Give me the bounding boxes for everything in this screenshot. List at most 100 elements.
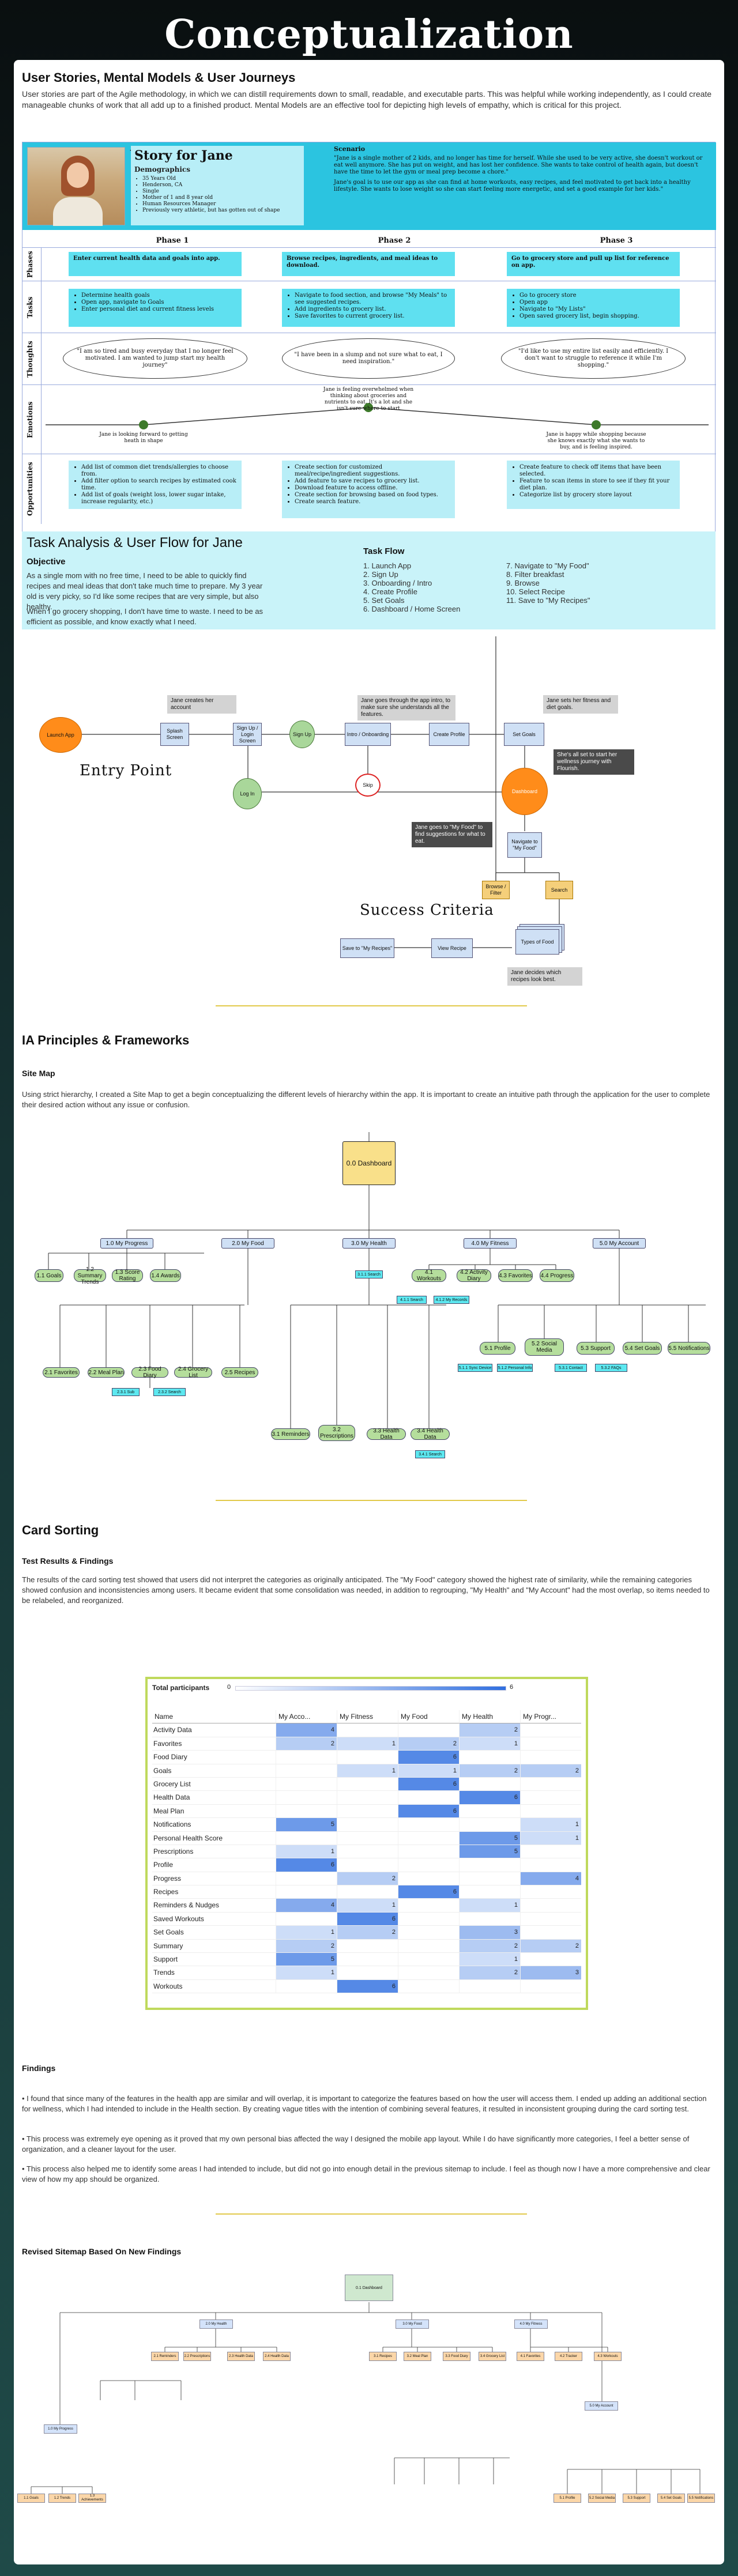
finding-3: • This process also helped me to identif… [22,2164,710,2183]
demo-item: Human Resources Manager [142,201,280,208]
emotion-point-1 [139,420,148,429]
card-sort-cell [337,1966,398,1980]
card-sort-cell [398,1939,459,1953]
card-sort-cell: 1 [520,1818,581,1832]
scenario-label: Scenario [334,145,366,153]
sitemap-a1: 5.1 Profile [480,1342,515,1355]
sitemap-h1: 3.1 Reminders [271,1428,310,1440]
card-sort-row-name: Food Diary [152,1751,276,1764]
card-sort-cell [398,1858,459,1872]
user-journey-map: User Story for Jane Demographics 35 Year… [22,142,716,609]
task-item: Open app, navigate to Goals [81,299,237,306]
card-sort-cell: 1 [276,1845,337,1859]
task-item: Open app [519,299,675,306]
persona-header: User Story for Jane Demographics 35 Year… [22,142,716,230]
opp-cell-1: Add list of common diet trends/allergies… [69,461,242,509]
revised-sitemap-connectors [31,2302,701,2494]
card-sort-row-name: Favorites [152,1737,276,1751]
card-sort-cell [520,1737,581,1751]
card-sort-cell [276,1791,337,1805]
card-sort-cell [276,1804,337,1819]
flow-note-3: Jane sets her fitness and diet goals. [543,695,618,714]
card-sort-cell [520,1791,581,1805]
section-heading-card-sorting: Card Sorting [22,1523,99,1537]
opp-item: Categorize list by grocery store layout [519,492,675,499]
flow-node-search: Search [545,881,573,899]
task-item: Open saved grocery list, begin shopping. [519,313,675,320]
flow-note-1: Jane creates her account [167,695,236,714]
scale-gradient [235,1686,506,1691]
card-sort-cell [398,1831,459,1845]
flow-node-launch-app: Launch App [39,717,82,753]
revised-acc1: 5.1 Profile [554,2494,581,2503]
card-sort-row-name: Health Data [152,1791,276,1805]
sitemap-fs2: 2.3.2 Search [153,1388,186,1396]
card-sort-cell: 6 [398,1885,459,1899]
opp-item: Create section for browsing based on foo… [295,492,450,499]
opp-item: Download feature to access offline. [295,485,450,492]
card-sort-cell [398,1818,459,1832]
card-sort-cell [276,1979,337,1994]
task-item: Go to grocery store [519,292,675,299]
card-sort-cell [520,1858,581,1872]
opp-item: Add list of goals (weight loss, lower su… [81,492,237,506]
flow-node-save: Save to "My Recipes" [340,938,394,958]
card-sort-row-name: Grocery List [152,1778,276,1791]
scale-max: 6 [510,1684,514,1691]
sitemap-a2: 5.2 Social Media [525,1338,564,1356]
card-sort-row-name: Summary [152,1940,276,1953]
card-sort-cell: 2 [398,1737,459,1751]
stories-intro: User stories are part of the Agile metho… [22,89,712,110]
card-sort-cell [398,1966,459,1980]
flow-note-5: Jane goes to "My Food" to find suggestio… [412,822,492,847]
card-sort-cell [276,1831,337,1845]
opp-cell-2: Create section for customized meal/recip… [282,461,455,518]
card-sort-cell [459,1885,520,1899]
card-sort-cell [276,1912,337,1926]
demo-item: 35 Years Old [142,176,280,182]
flow-step: 10. Select Recipe [506,587,565,596]
card-sort-col-header: My Progr... [520,1710,581,1724]
sitemap-h2: 3.2 Prescriptions [318,1425,355,1441]
card-sort-row-name: Saved Workouts [152,1913,276,1926]
revised-h1: 2.1 Reminders [151,2352,179,2361]
persona-card: Story for Jane Demographics 35 Years Old… [131,146,304,225]
demo-item: Mother of 1 and 8 year old [142,195,280,201]
card-sort-cell [337,1845,398,1859]
sitemap-label: Site Map [22,1069,55,1078]
card-sort-cell: 2 [459,1764,520,1778]
card-sort-cell [459,1858,520,1872]
sitemap-a5: 5.5 Notifications [668,1342,710,1355]
card-sort-cell [520,1777,581,1791]
card-sort-cell [337,1858,398,1872]
card-sort-cell: 2 [276,1939,337,1953]
card-sort-cell [459,1804,520,1819]
card-sort-cell [276,1777,337,1791]
revised-l1-account: 5.0 My Account [585,2401,618,2411]
card-sort-cell [459,1751,520,1764]
card-sort-col-header: My Health [459,1710,520,1724]
content-card: User Stories, Mental Models & User Journ… [14,60,724,2564]
sitemap-as1: 5.1.1 Sync Device [458,1364,492,1372]
flow-step: 2. Sign Up [363,570,398,579]
phase-cell-3: Go to grocery store and pull up list for… [507,252,680,276]
sitemap-a3: 5.3 Support [577,1342,615,1355]
card-sort-col-header: My Acco... [276,1710,337,1724]
opp-item: Feature to scan items in store to see if… [519,478,675,492]
sitemap-f1: 2.1 Favorites [43,1367,80,1378]
flow-note-6: Jane decides which recipes look best. [507,967,582,986]
card-sort-cell [337,1804,398,1819]
user-flow-connectors [82,636,560,948]
card-sort-cell: 6 [459,1791,520,1805]
sitemap-l1-progress: 1.0 My Progress [100,1238,153,1249]
sitemap-body: Using strict hierarchy, I created a Site… [22,1090,710,1109]
sitemap-as3: 5.3.1 Contact [555,1364,587,1372]
flow-note-2: Jane goes through the app intro, to make… [357,695,455,721]
emotion-text-3: Jane is happy while shopping because she… [546,432,646,450]
opp-item: Create search feature. [295,499,450,506]
